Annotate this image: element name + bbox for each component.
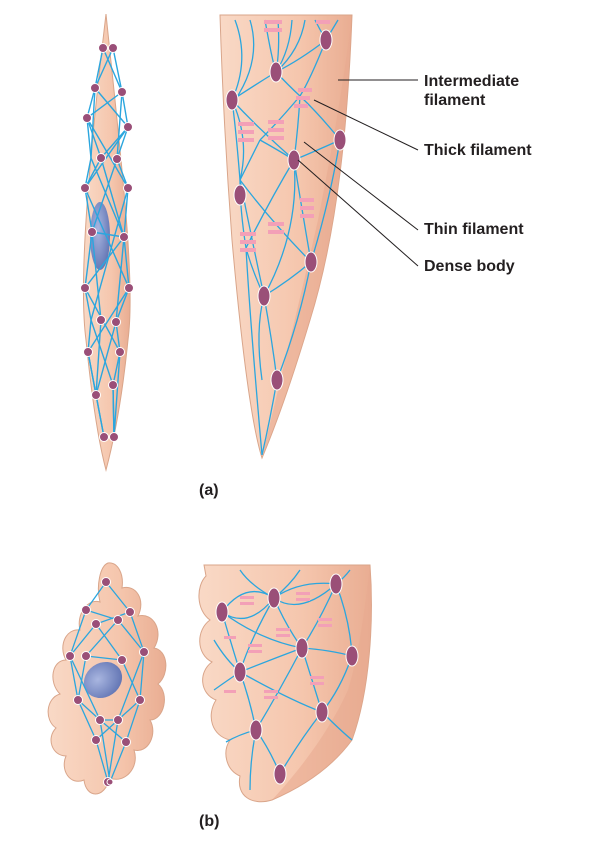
label-intermediate-filament-line1: Intermediate xyxy=(424,73,520,90)
label-thin-filament: Thin filament xyxy=(424,221,524,238)
label-thick-filament: Thick filament xyxy=(424,142,532,159)
label-intermediate-filament-line2: filament xyxy=(424,92,486,109)
thick-filaments xyxy=(224,592,332,699)
dense-bodies xyxy=(80,43,134,442)
dense-bodies xyxy=(65,577,149,787)
leader-lines xyxy=(297,79,419,267)
contracted-cell-enlarged xyxy=(198,564,372,803)
relaxed-cell-small xyxy=(80,13,134,472)
panel-label-a: (a) xyxy=(199,482,219,499)
label-dense-body: Dense body xyxy=(424,258,515,275)
contracted-cell-small xyxy=(47,562,167,795)
relaxed-cell-enlarged xyxy=(219,14,353,460)
dense-bodies xyxy=(225,29,347,391)
dense-bodies xyxy=(215,573,359,785)
nucleus xyxy=(83,661,123,699)
nucleus xyxy=(90,202,110,270)
label-intermediate-filament: Intermediate filament xyxy=(424,72,519,110)
panel-label-b: (b) xyxy=(199,813,220,830)
thick-filaments xyxy=(238,20,330,252)
